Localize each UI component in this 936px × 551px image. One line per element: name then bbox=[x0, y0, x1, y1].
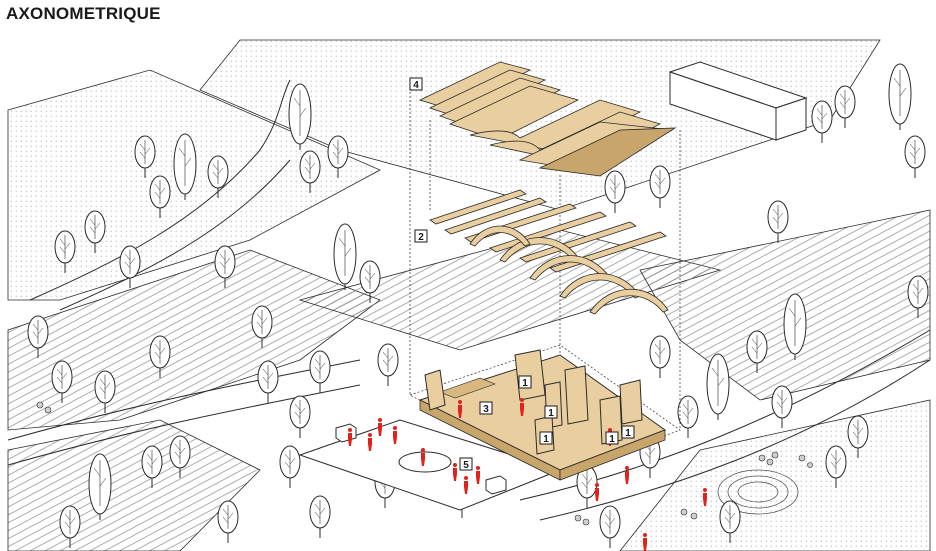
label-pavilion: 1 bbox=[518, 375, 532, 389]
label-pavilion: 1 bbox=[605, 431, 619, 445]
label-platform-area: 3 bbox=[479, 401, 493, 415]
svg-text:1: 1 bbox=[625, 428, 631, 439]
terrain bbox=[7, 39, 936, 551]
roof-frame bbox=[429, 189, 669, 315]
svg-text:1: 1 bbox=[543, 434, 549, 445]
roof-top bbox=[418, 61, 677, 177]
svg-text:4: 4 bbox=[413, 80, 419, 91]
building bbox=[668, 61, 808, 141]
rocks bbox=[36, 401, 813, 526]
label-roof-top: 4 bbox=[409, 77, 423, 91]
svg-text:1: 1 bbox=[522, 378, 528, 389]
label-roof-frame: 2 bbox=[414, 229, 428, 243]
svg-text:1: 1 bbox=[548, 408, 554, 419]
svg-text:2: 2 bbox=[418, 232, 424, 243]
svg-text:1: 1 bbox=[609, 434, 615, 445]
label-pavilion: 1 bbox=[539, 431, 553, 445]
label-pavilion: 1 bbox=[544, 405, 558, 419]
label-event-area: 5 bbox=[459, 457, 473, 471]
svg-text:5: 5 bbox=[463, 460, 469, 471]
svg-text:3: 3 bbox=[483, 404, 489, 415]
label-pavilion: 1 bbox=[621, 425, 635, 439]
page-title: AXONOMETRIQUE bbox=[6, 4, 161, 23]
